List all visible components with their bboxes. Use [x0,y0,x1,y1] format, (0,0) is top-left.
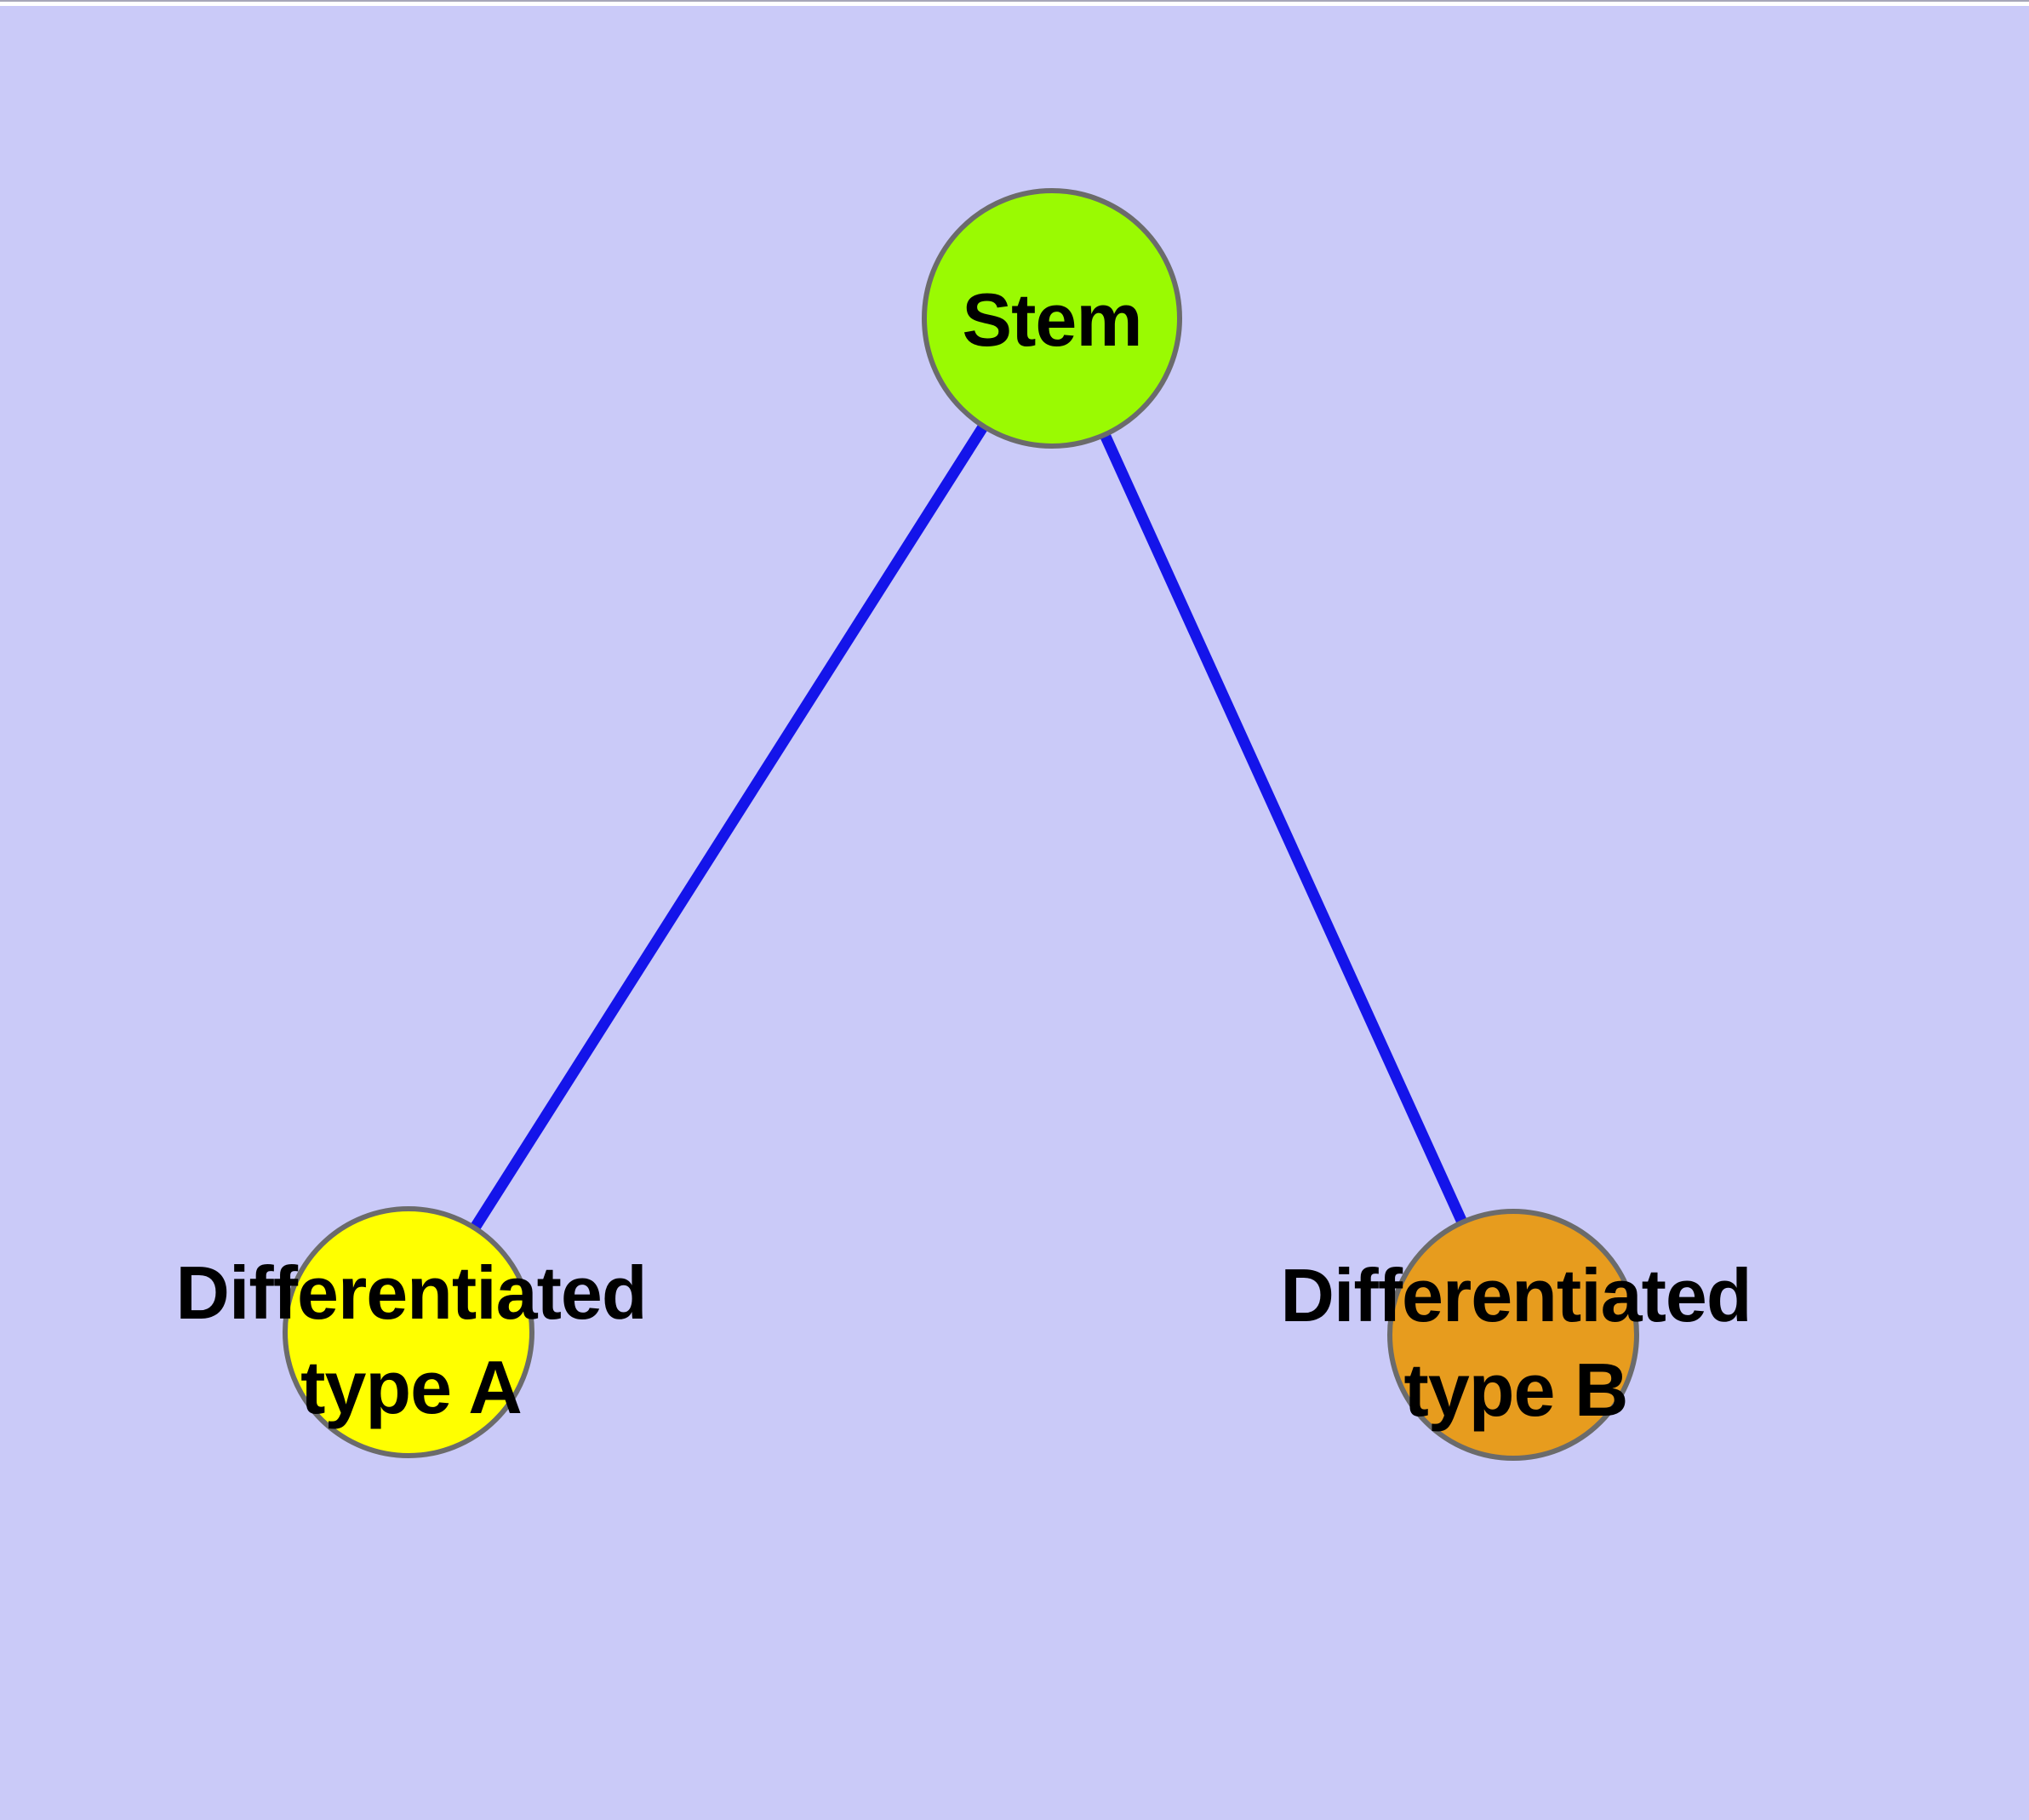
node-differentiated-type-a [283,1206,534,1458]
edge-stem-to-type-a [403,315,1057,1336]
top-edge-strip [0,0,2029,6]
node-type-b-label-line1: Differentiated [1280,1253,1751,1337]
node-type-b-label-line2: type B [1404,1348,1628,1432]
node-type-a-label-line2: type A [300,1345,522,1429]
node-stem-label: Stem [962,278,1141,362]
node-type-a-label-line1: Differentiated [175,1251,646,1335]
node-differentiated-type-b [1387,1209,1639,1461]
node-stem [922,188,1182,449]
edge-stem-to-type-b [1047,316,1518,1337]
